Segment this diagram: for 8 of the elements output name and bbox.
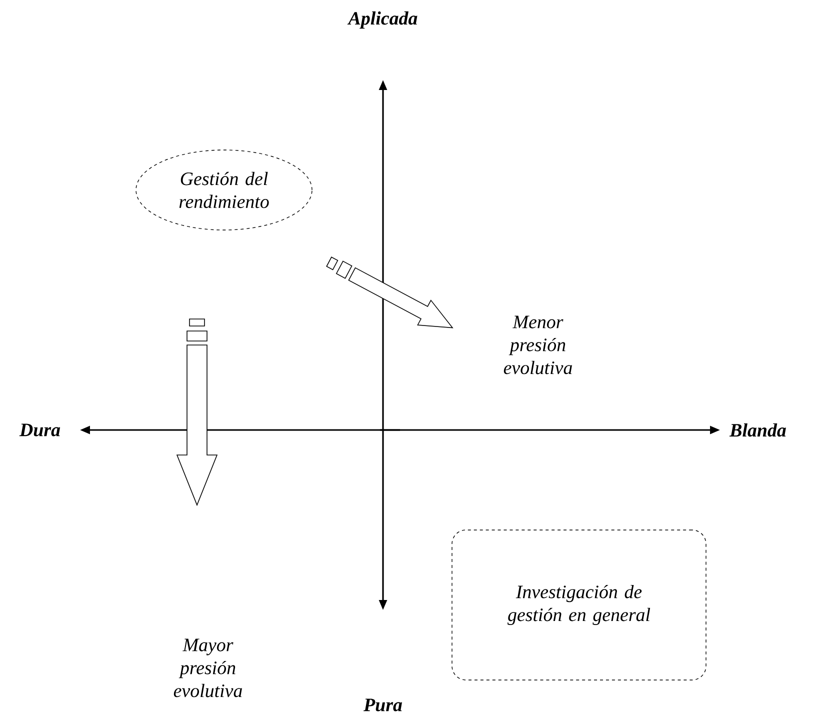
note-text: Menor presión evolutiva [504, 316, 572, 374]
ellipse-node: Gestión del rendimiento [136, 150, 312, 230]
axis-label: Dura [19, 424, 60, 436]
note-text: Mayor presión evolutiva [174, 638, 242, 698]
axis-label: Aplicada [347, 11, 418, 29]
rounded-box: Investigación de gestión en general [452, 530, 706, 680]
axis-label: Blanda [729, 423, 786, 437]
axis-label: Pura [364, 698, 402, 712]
